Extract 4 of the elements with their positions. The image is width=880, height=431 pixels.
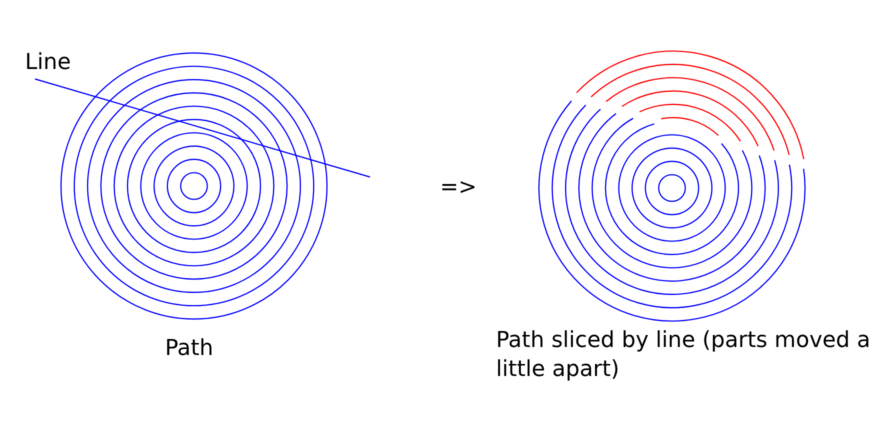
result-label: Path sliced by line (parts moved a little apart): [496, 327, 872, 384]
line-label: Line: [25, 49, 71, 77]
transform-arrow-text: =>: [440, 174, 477, 202]
path-label: Path: [165, 335, 214, 363]
